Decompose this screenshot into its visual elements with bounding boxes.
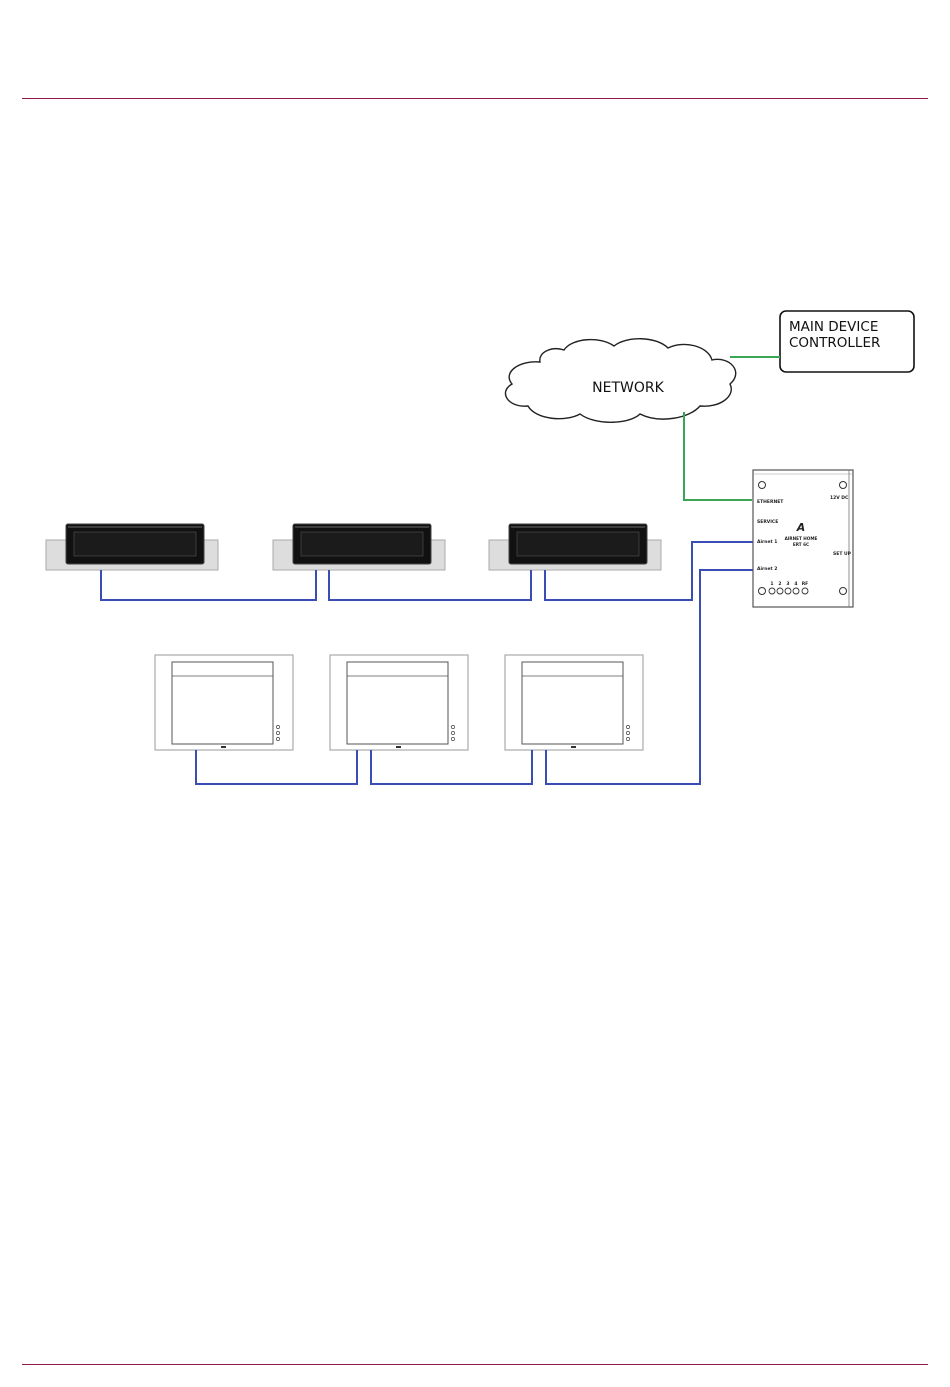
led-label: 4 [794, 581, 797, 587]
gateway-network-link [684, 412, 752, 500]
brand-label-line2: ERT 6C [793, 542, 809, 547]
bus-link [101, 570, 316, 600]
network-cloud: NETWORK [505, 339, 735, 423]
gateway-device: ETHERNET SERVICE Airnet 1 Airnet 2 12V D… [753, 470, 853, 607]
ducted-unit [46, 524, 218, 570]
power-label: 12V DC [830, 495, 849, 501]
main-device-controller: MAIN DEVICE CONTROLLER [780, 311, 914, 372]
brand-label-line1: AIRNET HOME [785, 536, 818, 541]
wall-unit [155, 655, 293, 750]
port-airnet1-label: Airnet 1 [757, 539, 777, 545]
setup-label: SET UP [833, 551, 852, 557]
controller-label-line1: MAIN DEVICE [789, 319, 878, 335]
bus-link [371, 750, 532, 784]
led-label: 3 [786, 581, 789, 587]
port-ethernet-label: ETHERNET [757, 499, 784, 505]
wall-unit [505, 655, 643, 750]
ducted-unit [489, 524, 661, 570]
led-label: 2 [778, 581, 781, 587]
controller-label-line2: CONTROLLER [789, 335, 880, 351]
port-service-label: SERVICE [757, 519, 778, 525]
wall-unit [330, 655, 468, 750]
bus-link [196, 750, 357, 784]
bus-link [329, 570, 531, 600]
ducted-unit [273, 524, 445, 570]
brand-logo-icon: A [796, 521, 806, 534]
network-label: NETWORK [592, 380, 664, 396]
led-label: RF [802, 581, 809, 587]
led-label: 1 [770, 581, 773, 587]
port-airnet2-label: Airnet 2 [757, 566, 777, 572]
